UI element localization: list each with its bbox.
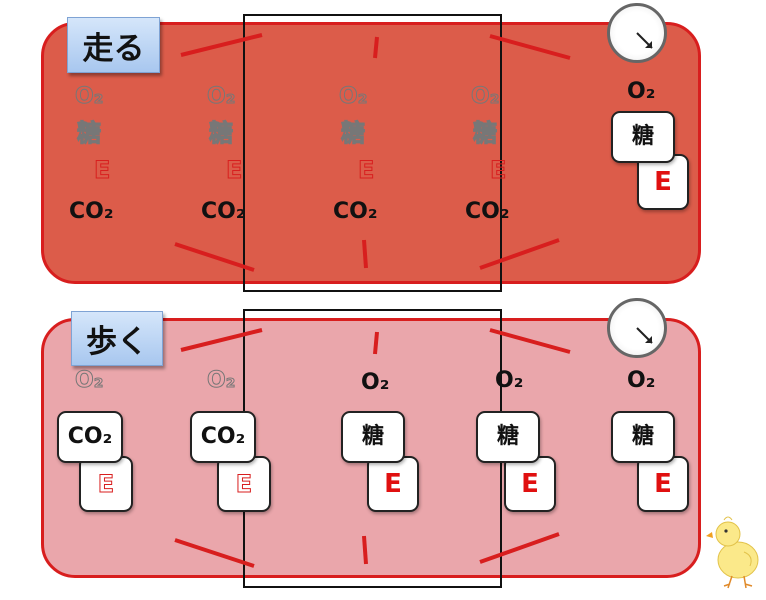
running-tube [243, 14, 502, 292]
clock-icon [607, 3, 667, 63]
carbon-dioxide-card: CO₂ [57, 411, 123, 463]
oxygen-ghost: O₂ [74, 368, 104, 393]
carbon-dioxide-card: CO₂ [190, 411, 256, 463]
energy-card: E [637, 154, 689, 210]
sugar-ghost: 糖 [209, 119, 234, 147]
oxygen: O₂ [627, 368, 656, 393]
sugar-ghost: 糖 [77, 119, 102, 147]
clock-icon [607, 298, 667, 358]
running-label: 走る [67, 17, 160, 73]
energy-card: E [504, 456, 556, 512]
sugar-card: 糖 [476, 411, 540, 463]
sugar-card: 糖 [611, 411, 675, 463]
sugar-ghost: 糖 [473, 119, 498, 147]
oxygen-ghost: O₂ [74, 84, 104, 109]
energy-ghost-card: E [217, 456, 271, 512]
energy-ghost: E [93, 156, 111, 184]
oxygen-ghost: O₂ [338, 84, 368, 109]
energy-ghost: E [489, 156, 507, 184]
energy-ghost: E [357, 156, 375, 184]
oxygen: O₂ [361, 370, 390, 395]
oxygen-ghost: O₂ [470, 84, 500, 109]
sugar-card: 糖 [611, 111, 675, 163]
carbon-dioxide: CO₂ [69, 199, 114, 224]
sugar-card: 糖 [341, 411, 405, 463]
oxygen-ghost: O₂ [206, 368, 236, 393]
energy-card: E [637, 456, 689, 512]
energy-card: E [367, 456, 419, 512]
carbon-dioxide: CO₂ [333, 199, 378, 224]
energy-ghost: E [225, 156, 243, 184]
sugar-ghost: 糖 [341, 119, 366, 147]
energy-ghost-card: E [79, 456, 133, 512]
carbon-dioxide: CO₂ [201, 199, 246, 224]
chick-icon [706, 516, 759, 589]
oxygen: O₂ [627, 79, 656, 104]
walking-label: 歩く [71, 311, 163, 366]
carbon-dioxide: CO₂ [465, 199, 510, 224]
oxygen: O₂ [495, 368, 524, 393]
oxygen-ghost: O₂ [206, 84, 236, 109]
